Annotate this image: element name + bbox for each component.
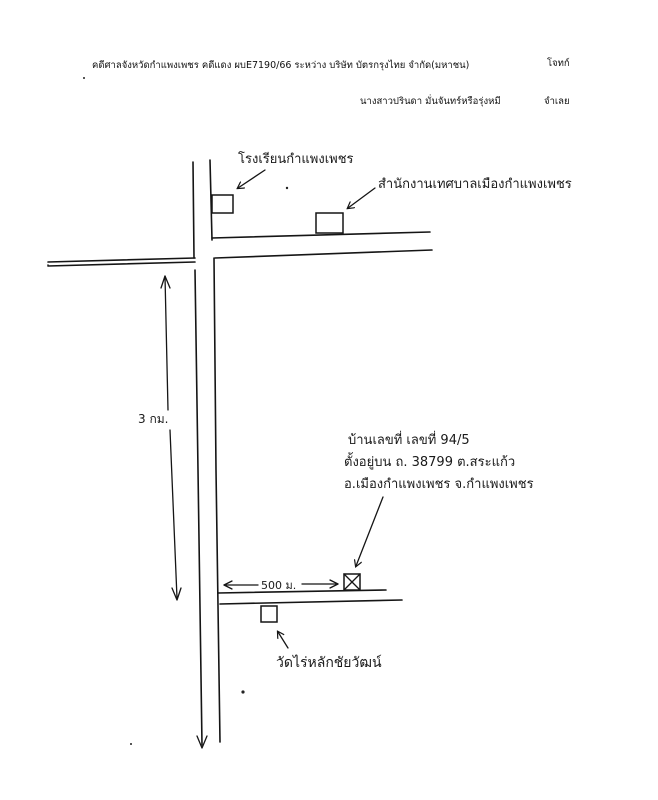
office-label: สำนักงานเทศบาลเมืองกำแพงเพชร [378,176,572,192]
defendant-role-label: จำเลย [544,96,570,107]
plaintiff-role-label: โจทก์ [547,58,570,69]
distance-bottom-arrowhead [171,587,182,601]
side-road-bottom-edge [219,599,403,605]
temple-building [260,605,278,623]
upper-road-top-edge [211,231,431,239]
side-distance-right-arrow [329,579,339,589]
distance-dimension-line [164,275,178,599]
office-pointer-arrow [348,187,376,208]
office-building [315,212,344,234]
cross-road-right-lower [214,249,433,259]
cross-road-left-upper [47,257,196,263]
house-address-line-3: อ.เมืองกำแพงเพชร จ.กำแพงเพชร [344,476,534,492]
cross-road-left-bottom [47,261,196,267]
side-distance-left-arrow [223,580,233,590]
case-header-line: คดีศาลจังหวัดกำแพงเพชร คดีแดง ผบE7190/66… [92,60,470,71]
target-house-marker [343,573,361,591]
temple-label: วัดไร่หลักชัยวัฒน์ [276,654,382,671]
defendant-name: นางสาวปรินดา มั่นจันทร์หรือรุ่งหมี [360,96,501,107]
school-building [211,194,234,214]
house-pointer-arrow [356,496,384,566]
house-address-line-2: ตั้งอยู่บน ถ. 38799 ต.สระแก้ว [344,452,515,470]
road-distance-label: 3 กม. [138,412,168,426]
temple-pointer-arrow [278,632,289,649]
side-distance-label: 500 ม. [261,579,296,592]
house-address-line-1: บ้านเลขที่ เลขที่ 94/5 [348,431,470,448]
side-road-top-edge [217,589,387,594]
road-continues-arrow [196,735,208,749]
main-road-left-edge [192,161,203,746]
side-distance-line [223,583,339,586]
scan-speck [285,186,289,190]
scan-speck [130,743,132,745]
school-pointer-arrow [238,169,266,188]
main-road-right-edge [209,159,221,743]
distance-top-arrowhead [160,275,171,289]
scan-speck [83,77,85,79]
scan-speck [241,690,245,694]
school-label: โรงเรียนกำแพงเพชร [238,151,354,167]
